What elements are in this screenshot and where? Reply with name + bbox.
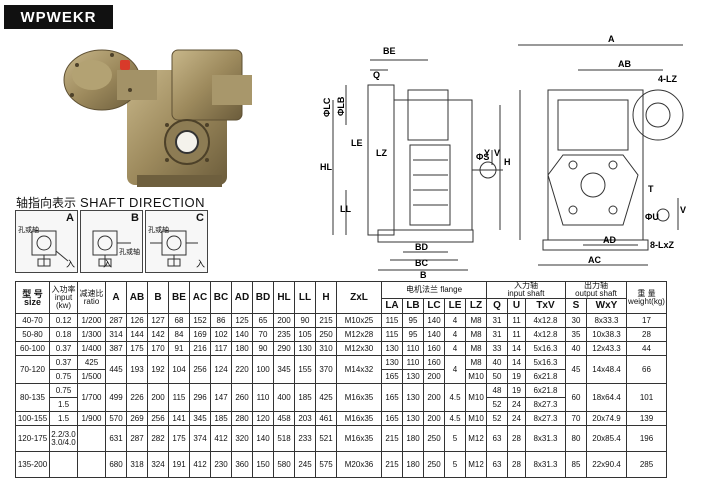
dim-s-label: ΦS bbox=[476, 152, 489, 162]
dim-be-label: BE bbox=[383, 46, 396, 56]
dim-a-label: A bbox=[608, 34, 615, 44]
header-le: LE bbox=[444, 298, 466, 314]
dim-lb-label: ΦLB bbox=[336, 96, 346, 116]
header-zxl: ZxL bbox=[336, 281, 382, 314]
dim-ac-label: AC bbox=[588, 255, 601, 265]
header-flange: 电机法兰 flange bbox=[381, 281, 487, 299]
dim-8lxz-label: 8-LxZ bbox=[650, 240, 675, 250]
header-q: Q bbox=[486, 298, 508, 314]
dim-bd-label: BD bbox=[415, 242, 428, 252]
header-a: A bbox=[105, 281, 127, 314]
header-txv: TxV bbox=[525, 298, 566, 314]
header-lc: LC bbox=[423, 298, 445, 314]
dim-q-label: Q bbox=[373, 70, 380, 80]
header-ac: AC bbox=[189, 281, 211, 314]
dim-v-label: V bbox=[494, 148, 500, 158]
header-la: LA bbox=[381, 298, 403, 314]
shaft-b-diagram-icon bbox=[92, 230, 131, 267]
header-be: BE bbox=[168, 281, 190, 314]
dim-lz-label: LZ bbox=[376, 148, 387, 158]
header-h: H bbox=[315, 281, 337, 314]
header-b: B bbox=[147, 281, 169, 314]
header-ad: AD bbox=[231, 281, 253, 314]
shaft-c-diagram-icon bbox=[150, 230, 198, 267]
brand-logo: WPWEKR bbox=[4, 5, 113, 29]
technical-drawing: BE Q ΦLC ΦLB LE LZ HL LL ΦS Y V H BD BC … bbox=[320, 34, 686, 280]
header-s: S bbox=[565, 298, 587, 314]
gearbox-photo bbox=[63, 49, 252, 187]
shaft-direction-a: A 孔或轴 入 bbox=[15, 210, 78, 273]
dim-b-label: B bbox=[420, 270, 427, 280]
dim-ad-label: AD bbox=[603, 235, 616, 245]
dim-bc-label: BC bbox=[415, 258, 428, 268]
dim-le-label: LE bbox=[351, 138, 363, 148]
dim-h-label: H bbox=[504, 157, 511, 167]
header-hl: HL bbox=[273, 281, 295, 314]
header-bd: BD bbox=[252, 281, 274, 314]
dim-lc-label: ΦLC bbox=[322, 97, 332, 117]
dim-ll-label: LL bbox=[340, 204, 351, 214]
dim-hl-label: HL bbox=[320, 162, 332, 172]
header-ab: AB bbox=[126, 281, 148, 314]
dim-u-label: ΦU bbox=[645, 212, 659, 222]
header-lz: LZ bbox=[465, 298, 487, 314]
header-wxy: WxY bbox=[586, 298, 627, 314]
dim-4lz-label: 4-LZ bbox=[658, 74, 678, 84]
dim-ab-label: AB bbox=[618, 59, 631, 69]
header-bc: BC bbox=[210, 281, 232, 314]
header-u: U bbox=[507, 298, 526, 314]
dim-t-label: T bbox=[648, 184, 654, 194]
header-ll: LL bbox=[294, 281, 316, 314]
dim-v2-label: V bbox=[680, 205, 686, 215]
shaft-direction-b: B 孔或轴 入 bbox=[80, 210, 143, 273]
header-lb: LB bbox=[402, 298, 424, 314]
shaft-direction-c: C 孔或轴 入 bbox=[145, 210, 208, 273]
dim-y-label: Y bbox=[484, 148, 490, 158]
shaft-a-diagram-icon bbox=[31, 230, 69, 267]
